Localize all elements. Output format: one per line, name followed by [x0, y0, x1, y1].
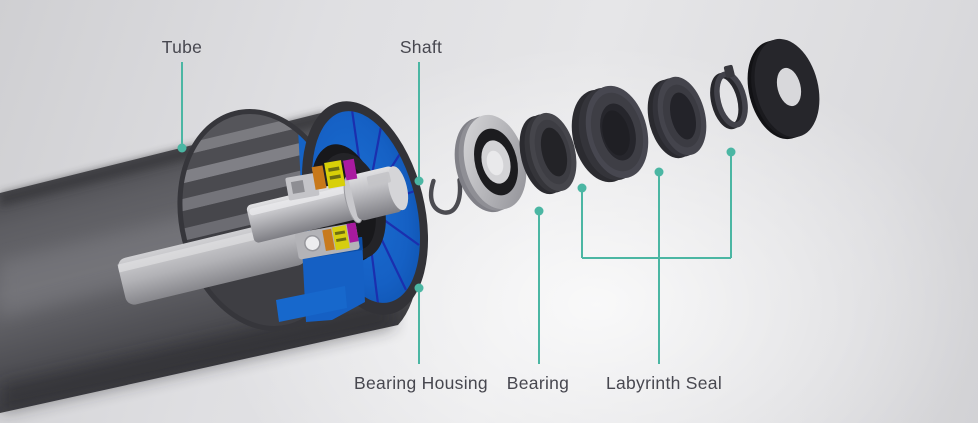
dot-labyrinth-2: [654, 167, 664, 177]
label-bearing-housing: Bearing Housing: [354, 373, 488, 393]
label-labyrinth-seal: Labyrinth Seal: [605, 373, 723, 393]
leader-dots: [177, 143, 736, 293]
lower-internals: [294, 222, 360, 260]
dot-labyrinth-3: [726, 147, 736, 157]
dot-bearing-housing: [414, 283, 424, 293]
dot-shaft: [414, 176, 424, 186]
end-disc-3d: [747, 38, 820, 140]
bearing-3d: [454, 114, 527, 213]
label-tube: Tube: [161, 37, 203, 57]
seal-ring-1-3d: [519, 112, 577, 195]
label-bearing: Bearing: [506, 373, 570, 393]
shaft-3d: [246, 166, 409, 243]
retaining-ring-3d: [710, 64, 748, 130]
upper-internals: [285, 158, 358, 201]
label-shaft: Shaft: [399, 37, 443, 57]
leader-lines: [181, 62, 732, 364]
seal-ring-2-3d: [647, 76, 707, 159]
dot-bearing: [534, 206, 544, 216]
dot-tube: [177, 143, 187, 153]
seal-housing-3d: [571, 85, 649, 183]
circlip-3d: [428, 177, 463, 215]
dot-labyrinth-1: [577, 183, 587, 193]
